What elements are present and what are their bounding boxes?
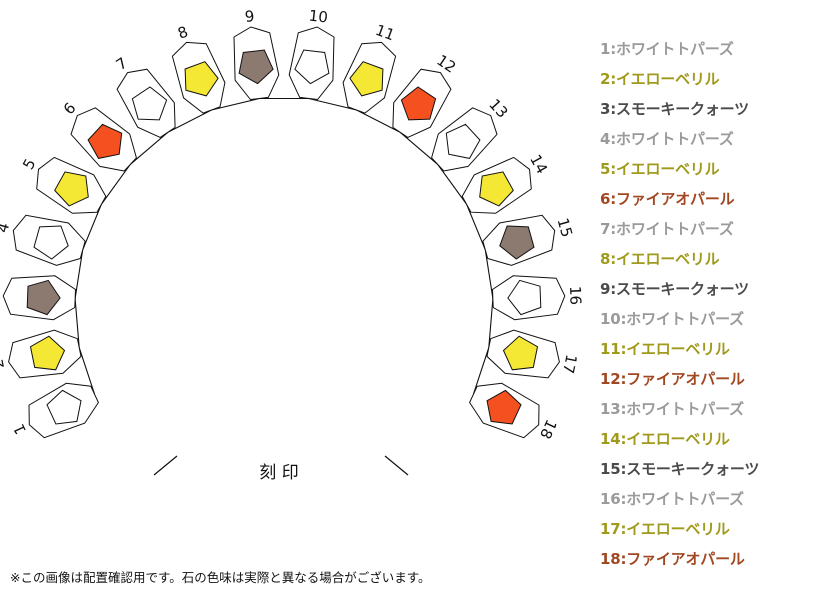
stone-slot-18: 18 — [469, 382, 560, 442]
legend-label: 14:イエローベリル — [600, 430, 730, 448]
stone-slot-15: 15 — [482, 214, 576, 266]
inner-arc-line — [74, 97, 494, 395]
stone-2 — [29, 335, 66, 371]
legend-item-18: 18:ファイアオパール — [600, 544, 759, 574]
stone-9 — [238, 49, 274, 85]
stone-5 — [54, 171, 89, 207]
legend-item-15: 15:スモーキークォーツ — [600, 454, 759, 484]
stone-7 — [131, 86, 168, 121]
legend-item-3: 3:スモーキークォーツ — [600, 94, 759, 124]
legend-item-2: 2:イエローベリル — [600, 64, 759, 94]
engraving-divider-right — [384, 455, 409, 476]
stone-18 — [486, 389, 522, 425]
engraving-label: 刻 印 — [259, 463, 298, 483]
legend-label: 2:イエローベリル — [600, 70, 720, 88]
legend-label: 6:ファイアオパール — [600, 190, 735, 208]
legend-item-5: 5:イエローベリル — [600, 154, 759, 184]
stone-12 — [400, 86, 437, 121]
legend-item-8: 8:イエローベリル — [600, 244, 759, 274]
legend-label: 4:ホワイトトパーズ — [600, 130, 734, 148]
stone-slot-17: 17 — [486, 329, 580, 379]
stone-number-10: 10 — [308, 6, 329, 26]
legend-label: 16:ホワイトトパーズ — [600, 490, 744, 508]
stone-slot-13: 13 — [431, 95, 511, 172]
legend-label: 3:スモーキークォーツ — [600, 100, 749, 118]
stone-number-6: 6 — [60, 99, 80, 118]
legend-label: 18:ファイアオパール — [600, 550, 745, 568]
stone-14 — [479, 171, 514, 207]
stone-1 — [46, 389, 82, 425]
legend-label: 12:ファイアオパール — [600, 370, 745, 388]
legend-item-14: 14:イエローベリル — [600, 424, 759, 454]
legend-label: 8:イエローベリル — [600, 250, 720, 268]
stone-number-17: 17 — [559, 353, 580, 375]
legend-item-10: 10:ホワイトトパーズ — [600, 304, 759, 334]
stone-slot-8: 8 — [171, 23, 226, 114]
legend-item-11: 11:イエローベリル — [600, 334, 759, 364]
legend-item-17: 17:イエローベリル — [600, 514, 759, 544]
stone-8 — [184, 61, 219, 97]
stone-17 — [502, 335, 539, 371]
stone-slot-11: 11 — [342, 21, 397, 114]
legend-item-9: 9:スモーキークォーツ — [600, 274, 759, 304]
stone-number-16: 16 — [566, 286, 585, 306]
legend-label: 13:ホワイトトパーズ — [600, 400, 744, 418]
legend-item-13: 13:ホワイトトパーズ — [600, 394, 759, 424]
disclaimer-note: ※この画像は配置確認用です。石の色味は実際と異なる場合がございます。 — [10, 570, 431, 585]
stone-10 — [294, 49, 330, 85]
legend-label: 9:スモーキークォーツ — [600, 280, 749, 298]
stone-slot-7: 7 — [113, 54, 176, 138]
legend-label: 11:イエローベリル — [600, 340, 730, 358]
stone-legend: 1:ホワイトトパーズ 2:イエローベリル 3:スモーキークォーツ 4:ホワイトトパーズ… — [600, 34, 759, 574]
stone-15 — [499, 225, 535, 260]
stone-11 — [349, 61, 384, 97]
stone-3 — [26, 279, 61, 316]
legend-item-1: 1:ホワイトトパーズ — [600, 34, 759, 64]
stone-slot-2: 2 — [0, 329, 82, 379]
stone-slot-14: 14 — [461, 151, 551, 214]
legend-label: 10:ホワイトトパーズ — [600, 310, 744, 328]
stone-number-15: 15 — [554, 216, 576, 239]
stone-number-3: 3 — [0, 290, 2, 300]
stone-13 — [445, 123, 481, 159]
ring-inner-arc — [74, 97, 494, 395]
stone-slot-16: 16 — [491, 275, 585, 321]
legend-label: 15:スモーキークォーツ — [600, 460, 760, 478]
stone-6 — [87, 123, 123, 159]
stone-layout-diagram: 123456789101112131415161718 刻 印 — [0, 6, 585, 483]
stone-16 — [507, 279, 542, 316]
stone-slot-4: 4 — [0, 214, 86, 266]
stone-number-4: 4 — [0, 221, 13, 235]
legend-item-4: 4:ホワイトトパーズ — [600, 124, 759, 154]
stone-slot-1: 1 — [10, 382, 99, 439]
stone-number-11: 11 — [373, 21, 397, 45]
legend-label: 1:ホワイトトパーズ — [600, 40, 734, 58]
stone-number-1: 1 — [10, 421, 30, 437]
stone-slot-5: 5 — [19, 156, 107, 214]
legend-item-16: 16:ホワイトトパーズ — [600, 484, 759, 514]
legend-label: 5:イエローベリル — [600, 160, 720, 178]
stone-number-9: 9 — [244, 7, 256, 26]
legend-item-6: 6:ファイアオパール — [600, 184, 759, 214]
stone-number-5: 5 — [19, 156, 39, 173]
legend-label: 17:イエローベリル — [600, 520, 730, 538]
stone-slot-10: 10 — [288, 6, 335, 101]
engraving-divider-left — [153, 455, 178, 476]
stone-number-18: 18 — [536, 417, 560, 442]
legend-item-12: 12:ファイアオパール — [600, 364, 759, 394]
stone-number-7: 7 — [113, 54, 131, 74]
stone-slots: 123456789101112131415161718 — [0, 6, 585, 441]
stone-slot-12: 12 — [392, 51, 459, 138]
stone-number-2: 2 — [0, 358, 8, 371]
stone-slot-3: 3 — [0, 275, 77, 321]
stone-number-8: 8 — [175, 23, 190, 43]
legend-label: 7:ホワイトトパーズ — [600, 220, 734, 238]
stone-slot-9: 9 — [233, 7, 280, 101]
stone-4 — [33, 225, 69, 260]
legend-item-7: 7:ホワイトトパーズ — [600, 214, 759, 244]
stone-slot-6: 6 — [60, 99, 137, 172]
